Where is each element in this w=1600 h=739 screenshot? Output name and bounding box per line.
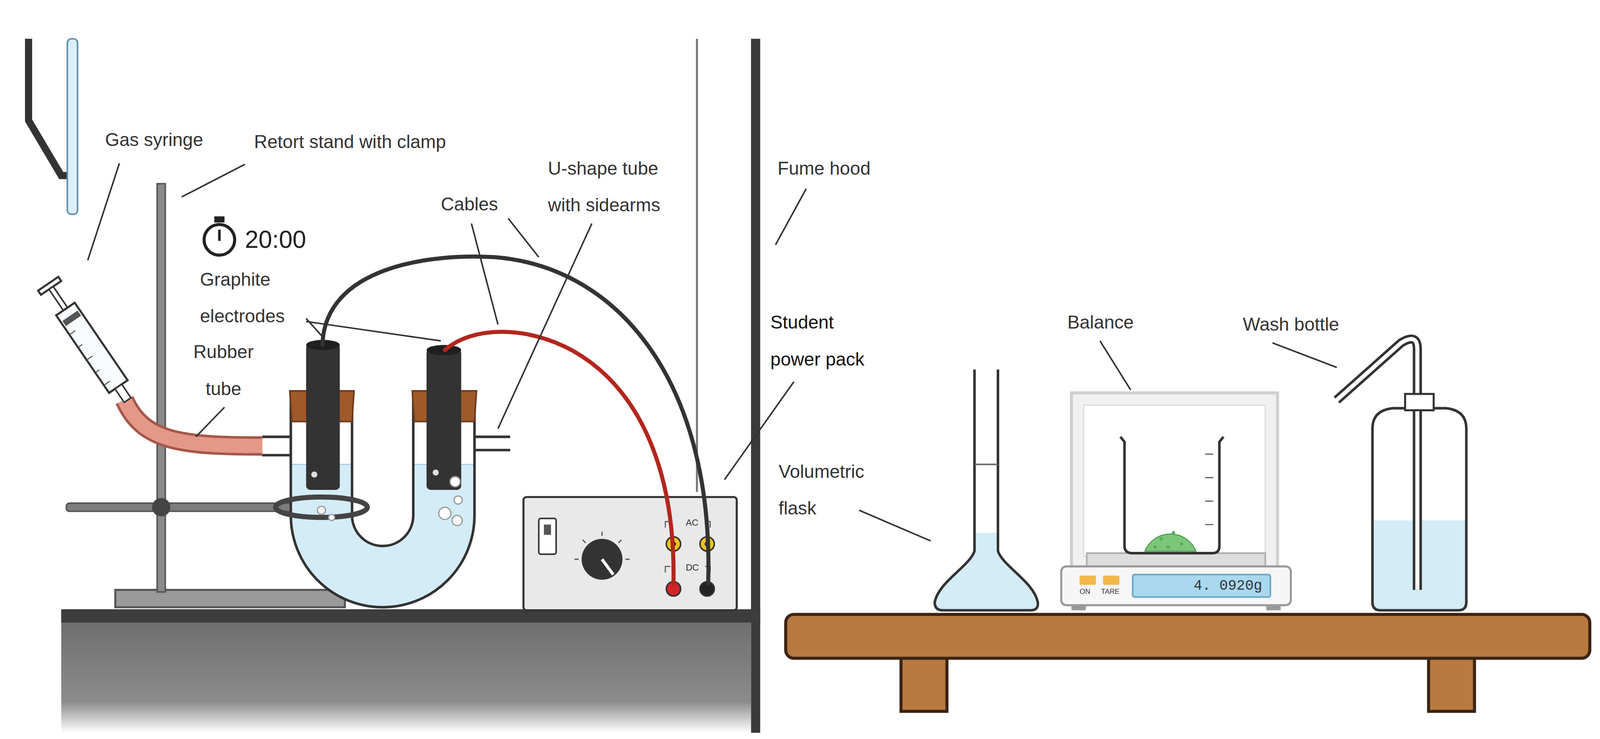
mass-reading: 4. 0920g bbox=[1193, 574, 1263, 598]
leader-line bbox=[859, 510, 931, 541]
hood-frame bbox=[750, 38, 761, 733]
leader-line bbox=[508, 218, 539, 257]
knob-pointer bbox=[602, 559, 614, 575]
leader-lines bbox=[87, 163, 1337, 541]
bottle-cap bbox=[1404, 393, 1434, 410]
gas-syringe bbox=[38, 276, 139, 408]
timer-reading: 20:00 bbox=[244, 224, 307, 256]
socket-label: AC bbox=[685, 517, 699, 529]
part-label: Graphite electrodes bbox=[200, 261, 302, 335]
part-label: U-shape tube with sidearms bbox=[548, 150, 676, 224]
bubble bbox=[438, 507, 451, 520]
green-solid bbox=[1144, 533, 1196, 551]
u-tube-sidearms bbox=[262, 436, 511, 455]
power-pack-panel: AC DC bbox=[523, 496, 737, 610]
stopwatch-button bbox=[214, 216, 225, 223]
power-switch bbox=[538, 518, 557, 555]
part-label: Volumetric flask bbox=[778, 453, 881, 527]
balance-foot bbox=[1266, 604, 1281, 610]
flask-mark bbox=[974, 463, 998, 466]
hood-glass-rod bbox=[67, 38, 78, 215]
syringe-piston bbox=[62, 310, 82, 326]
draft-shield bbox=[1071, 392, 1278, 572]
clamp-rod bbox=[66, 503, 307, 512]
hood-bench bbox=[61, 609, 751, 733]
balance-display bbox=[1132, 574, 1271, 598]
gas-bubbles bbox=[317, 476, 462, 526]
stopwatch-hand bbox=[218, 229, 221, 241]
solid-texture bbox=[1153, 530, 1184, 549]
power-switch-rocker bbox=[543, 524, 551, 535]
bubble bbox=[328, 514, 335, 521]
part-label: Wash bottle bbox=[1242, 306, 1340, 343]
electrode-screw bbox=[311, 471, 318, 478]
bubble bbox=[451, 515, 463, 526]
balance-button bbox=[1103, 575, 1120, 585]
button-label: ON bbox=[1079, 586, 1091, 596]
leader-line bbox=[1272, 343, 1337, 368]
syringe-nozzle bbox=[115, 384, 131, 403]
grain bbox=[1159, 537, 1163, 541]
stand-base bbox=[115, 589, 345, 608]
black-cable bbox=[322, 256, 709, 584]
balance-readout: 4. 0920g bbox=[1132, 574, 1271, 598]
grain bbox=[1171, 530, 1176, 535]
bubble bbox=[317, 506, 326, 515]
electrode-screw bbox=[432, 469, 440, 476]
balance-foot bbox=[1071, 604, 1086, 610]
part-label: Cables bbox=[440, 185, 499, 223]
stand-rod bbox=[157, 183, 166, 593]
volumetric-flask bbox=[934, 369, 1038, 610]
socket-label: DC bbox=[685, 562, 699, 574]
part-label: Rubber tube bbox=[187, 333, 260, 408]
leader-line bbox=[306, 321, 441, 341]
table-top bbox=[785, 614, 1591, 659]
hood-sash-line bbox=[696, 38, 699, 492]
draft-shield-glass bbox=[1083, 404, 1266, 556]
leader-line bbox=[87, 163, 120, 261]
flask-liquid bbox=[934, 532, 1038, 611]
clamp-ring bbox=[275, 496, 368, 518]
rubber-tube-outline bbox=[124, 400, 262, 446]
part-label: Fume hood bbox=[777, 150, 871, 187]
leader-line bbox=[775, 188, 807, 245]
red-cable bbox=[444, 331, 674, 584]
voltage-knob bbox=[581, 538, 623, 580]
leader-line bbox=[498, 223, 593, 429]
clamp-knob bbox=[152, 498, 171, 517]
syringe-barrel bbox=[56, 302, 128, 393]
bubble bbox=[454, 496, 463, 505]
table-leg bbox=[901, 653, 947, 712]
balance-button bbox=[1079, 575, 1096, 585]
beaker bbox=[1120, 436, 1224, 554]
balance-pan bbox=[1086, 553, 1266, 567]
grain bbox=[1180, 542, 1184, 546]
part-label: Gas syringe bbox=[105, 121, 204, 159]
grain bbox=[1166, 545, 1171, 549]
stopwatch bbox=[204, 224, 235, 256]
button-label: TARE bbox=[1101, 586, 1120, 596]
leader-line bbox=[471, 223, 499, 325]
part-label: Balance bbox=[1067, 303, 1134, 341]
bottle-tube bbox=[1336, 338, 1418, 590]
graphite-electrode bbox=[426, 348, 462, 490]
part-label: Retort stand with clamp bbox=[254, 123, 447, 161]
part-label: Student power pack bbox=[770, 303, 873, 378]
graphite-electrode bbox=[306, 343, 340, 490]
table-leg bbox=[1428, 653, 1475, 712]
grain bbox=[1153, 545, 1157, 549]
leader-line bbox=[195, 407, 225, 437]
leader-line bbox=[1100, 340, 1131, 391]
bubble bbox=[449, 476, 461, 487]
rubber-tube bbox=[124, 400, 262, 446]
balance-base bbox=[1061, 566, 1291, 605]
bottle-tube-outline bbox=[1336, 338, 1418, 590]
hood-sash-handle bbox=[28, 38, 68, 176]
beaker-scale bbox=[1204, 454, 1214, 525]
leader-line bbox=[181, 164, 245, 198]
syringe-scale bbox=[69, 330, 110, 386]
